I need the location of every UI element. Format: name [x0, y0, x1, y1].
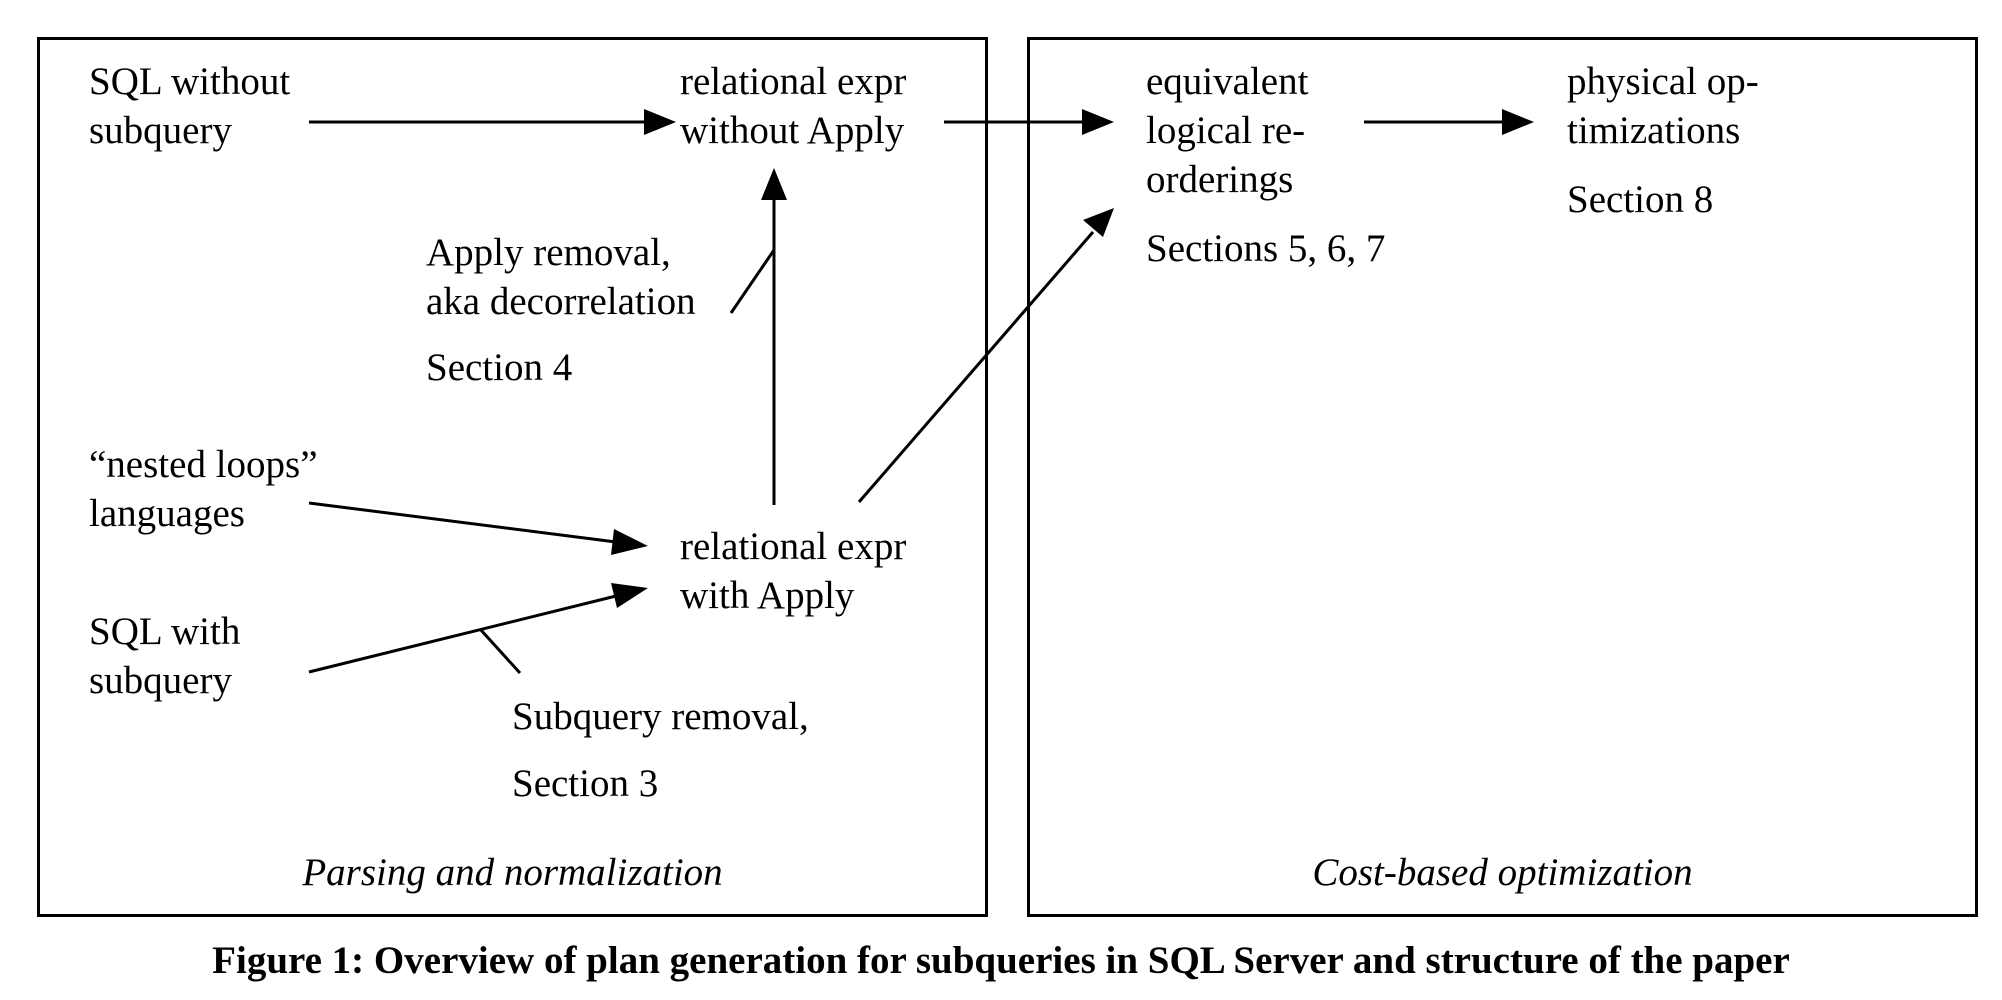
physical-section: Section 8	[1567, 178, 1714, 221]
equivalent-reorderings-label: equivalent logical re- orderings	[1146, 60, 1309, 201]
apply-removal-section: Section 4	[426, 346, 573, 389]
arrowhead	[1082, 109, 1114, 135]
arrow-expr-with-to-reorderings	[857, 231, 1095, 503]
arrowhead	[611, 529, 648, 555]
arrowhead	[761, 168, 787, 200]
figure-caption: Figure 1: Overview of plan generation fo…	[212, 939, 1790, 982]
subquery-removal-leader-line	[478, 627, 522, 675]
apply-removal-label: Apply removal, aka decorrelation	[426, 231, 696, 323]
arrow-sql-with-to-expr-with	[308, 594, 617, 674]
arrowhead	[611, 583, 648, 608]
relational-expr-without-apply-label: relational expr without Apply	[680, 60, 907, 152]
arrowhead	[1083, 208, 1114, 237]
arrowhead	[644, 109, 676, 135]
arrow-nested-loops-to-expr-with	[308, 501, 617, 544]
cost-based-optimization-panel	[1027, 37, 1978, 917]
apply-removal-leader-line	[729, 249, 776, 314]
reorderings-sections: Sections 5, 6, 7	[1146, 227, 1386, 270]
parsing-normalization-panel	[37, 37, 988, 917]
arrowhead	[1502, 109, 1534, 135]
nested-loops-languages-label: “nested loops” languages	[89, 443, 318, 535]
subquery-removal-section: Section 3	[512, 762, 659, 805]
sql-without-subquery-label: SQL without subquery	[89, 60, 291, 152]
physical-optimizations-label: physical op- timizations	[1567, 60, 1759, 152]
relational-expr-with-apply-label: relational expr with Apply	[680, 525, 907, 617]
cost-based-optimization-footer: Cost-based optimization	[1312, 851, 1693, 894]
sql-with-subquery-label: SQL with subquery	[89, 610, 241, 702]
subquery-removal-label: Subquery removal,	[512, 695, 809, 738]
parsing-normalization-footer: Parsing and normalization	[302, 851, 723, 894]
